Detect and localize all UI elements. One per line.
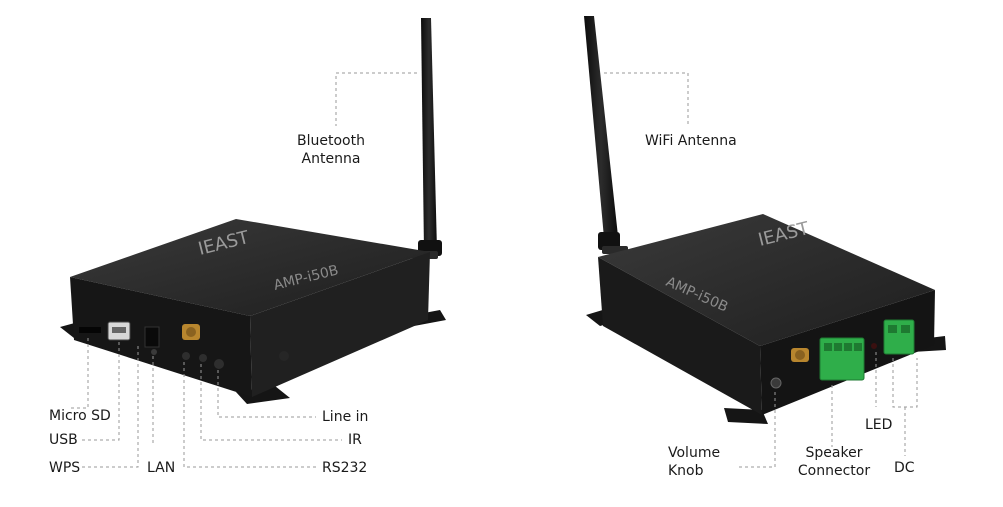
wps-button	[151, 349, 157, 355]
ir-port	[199, 354, 207, 362]
wifi-antenna	[584, 16, 628, 254]
line-in-label: Line in	[322, 409, 369, 425]
micro-sd-label: Micro SD	[49, 408, 111, 424]
leader-lines-left	[70, 72, 417, 468]
device-front-face	[70, 277, 252, 397]
usb-port-inner	[112, 327, 126, 333]
amplifier-right-view: IEAST AMP-i50B	[584, 16, 946, 468]
volume-knob-label-line1: Volume	[668, 445, 721, 461]
lan-port	[144, 326, 160, 348]
micro-sd-slot	[79, 327, 101, 333]
dc-label: DC	[894, 460, 915, 476]
amplifier-left-view: IEAST AMP-i50B	[60, 18, 446, 468]
device-side-face	[250, 252, 430, 397]
device-top-face	[70, 219, 430, 316]
usb-label: USB	[49, 432, 78, 448]
rs232-label: RS232	[322, 460, 368, 476]
bluetooth-antenna-label: Bluetooth Antenna	[294, 132, 368, 168]
leader-lines-right	[604, 72, 918, 468]
speaker-connector-label-line1: Speaker	[805, 445, 863, 461]
wifi-antenna-label: WiFi Antenna	[645, 133, 737, 149]
speaker-connector-label-line2: Connector	[797, 463, 871, 479]
ir-label: IR	[348, 432, 362, 448]
rs232-port	[182, 352, 190, 360]
led-label: LED	[865, 417, 893, 433]
bluetooth-antenna	[412, 18, 442, 259]
volume-knob-label: Volume Knob	[668, 444, 728, 480]
volume-knob-label-line2: Knob	[668, 463, 704, 479]
side-jack	[279, 351, 289, 361]
dc-connector	[883, 319, 915, 355]
bluetooth-antenna-label-line2: Antenna	[301, 151, 361, 167]
wps-label: WPS	[49, 460, 81, 476]
speaker-connector	[819, 337, 865, 381]
sma-connector	[182, 324, 200, 340]
device-top-face	[598, 214, 935, 346]
speaker-connector-label: Speaker Connector	[794, 444, 874, 480]
device-side-face	[598, 257, 762, 415]
lan-label: LAN	[147, 460, 176, 476]
sma-connector	[791, 348, 809, 362]
bluetooth-antenna-label-line1: Bluetooth	[297, 133, 365, 149]
led-indicator	[871, 343, 877, 349]
line-in-jack	[214, 359, 224, 369]
volume-knob	[770, 377, 782, 389]
